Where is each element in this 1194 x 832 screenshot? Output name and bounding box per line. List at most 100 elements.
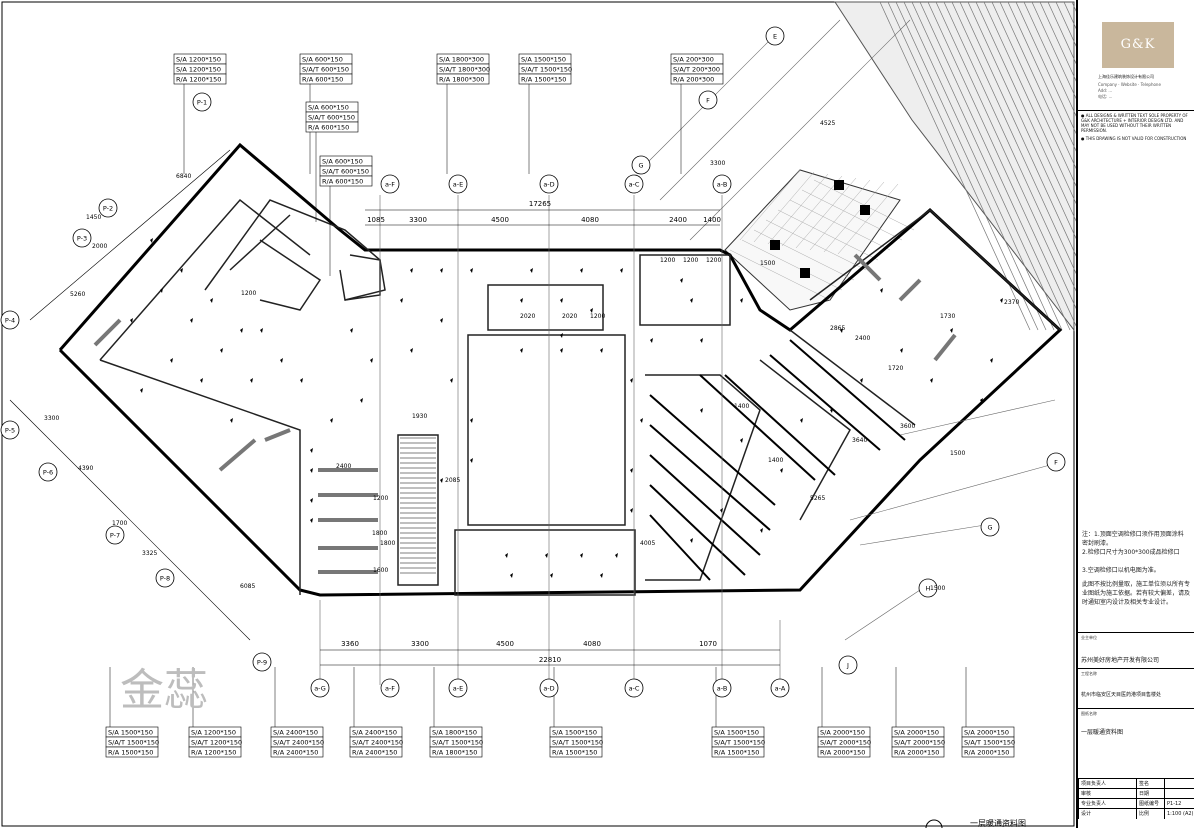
duct-tag-line: S/A 1800*150 xyxy=(432,729,477,737)
misc-dimension: 1450 xyxy=(86,214,101,221)
grid-bubble-label: a-C xyxy=(629,685,640,693)
drawing-caption: 一层暖通资料图 xyxy=(970,818,1026,828)
sheet-no: P1-12 xyxy=(1164,799,1194,809)
grid-bubble-label: a-E xyxy=(453,181,463,189)
grid-bubbles-left: P-1P-2P-3P-4P-5P-6P-7P-8P-9 xyxy=(0,92,272,672)
duct-tag-line: R/A 600*150 xyxy=(308,124,349,132)
duct-tag-line: S/A 2000*150 xyxy=(820,729,865,737)
tiled-terrace xyxy=(724,169,915,311)
duct-tag-line: S/A 2400*150 xyxy=(352,729,397,737)
top-total-dimension: 17265 xyxy=(529,200,551,208)
duct-tag-line: S/A 1200*150 xyxy=(176,56,221,64)
duct-tag-line: S/A/T 1500*150 xyxy=(432,739,483,747)
bottom-dimension: 3300 xyxy=(411,640,429,648)
duct-tag-line: S/A/T 2000*150 xyxy=(820,739,871,747)
duct-tag-line: S/A 1200*150 xyxy=(176,66,221,74)
building-walls xyxy=(58,142,1063,597)
grid-bubble-label: a-F xyxy=(385,685,395,693)
note-2: 密封刷漆。 xyxy=(1082,540,1113,547)
duct-tag-line: S/A/T 600*150 xyxy=(322,168,369,176)
grid-bubble-label: P-2 xyxy=(103,205,113,213)
duct-tag-line: S/A 2000*150 xyxy=(964,729,1009,737)
misc-dimension: 1200 xyxy=(590,313,605,320)
misc-dimension: 3300 xyxy=(44,415,59,422)
duct-tag-line: S/A/T 1500*150 xyxy=(108,739,159,747)
caption-bubble xyxy=(925,819,943,832)
air-diffusers xyxy=(130,238,1003,578)
misc-dimension: 2000 xyxy=(92,243,107,250)
sig-row-1-label-2: 签名 xyxy=(1136,779,1164,789)
sheet-no-label: 图纸编号 xyxy=(1136,799,1164,809)
grid-bubble-label: G xyxy=(987,524,992,532)
grid-bubble-label: a-B xyxy=(717,685,728,693)
duct-tag-line: S/A/T 600*150 xyxy=(308,114,355,122)
duct-bars xyxy=(93,253,957,574)
grid-bubble: P-4 xyxy=(0,310,20,330)
misc-dimension: 3325 xyxy=(142,550,157,557)
company-line-1: Company · Website · Telephone xyxy=(1098,82,1161,87)
grid-bubble-label: a-G xyxy=(314,685,326,693)
grid-bubble-label: P-5 xyxy=(5,427,15,435)
duct-tag-line: S/A 600*150 xyxy=(322,158,363,166)
grid-bubble-label: P-1 xyxy=(197,99,207,107)
misc-dimension: 5265 xyxy=(810,495,825,502)
misc-dimension: 1730 xyxy=(940,313,955,320)
duct-tag-line: S/A/T 1500*150 xyxy=(714,739,765,747)
grid-bubble: a-F xyxy=(380,174,400,194)
duct-tag-line: R/A 1200*150 xyxy=(176,76,221,84)
client-label: 业主单位 xyxy=(1081,635,1097,640)
grid-bubble: a-D xyxy=(539,174,559,194)
duct-tag-line: S/A/T 1500*150 xyxy=(552,739,603,747)
grid-bubble: a-E xyxy=(448,678,468,698)
note-4: 3.空调检修口以机电图为准。 xyxy=(1082,567,1160,574)
grid-bubble-label: a-D xyxy=(543,181,554,189)
grid-bubble: P-1 xyxy=(192,92,212,112)
sig-row-4-label: 设计 xyxy=(1078,809,1136,819)
grid-bubble: a-B xyxy=(712,678,732,698)
duct-tag-line: S/A/T 1200*150 xyxy=(191,739,242,747)
duct-tag-line: R/A 1500*150 xyxy=(521,76,566,84)
grid-bubble-label: J xyxy=(846,662,849,670)
duct-tag-line: R/A 2400*150 xyxy=(352,749,397,757)
grid-bubble-label: P-9 xyxy=(257,659,267,667)
misc-dimension: 1200 xyxy=(706,257,721,264)
staircase xyxy=(400,437,436,574)
grid-bubble-label: G xyxy=(638,162,643,170)
duct-tag-line: S/A 1500*150 xyxy=(108,729,153,737)
grid-bubble: P-2 xyxy=(98,198,118,218)
grid-bubble-label: a-C xyxy=(629,181,640,189)
misc-dimension: 3300 xyxy=(710,160,725,167)
top-dimension: 4500 xyxy=(491,216,509,224)
grid-bubble: P-7 xyxy=(105,525,125,545)
grid-bubble: P-8 xyxy=(155,568,175,588)
company-line-2: Add: ... xyxy=(1098,88,1113,93)
duct-tag-line: R/A 1200*150 xyxy=(191,749,236,757)
project-name: 杭州市临安区天目医药港项目售楼处 xyxy=(1081,692,1162,698)
top-dimension: 2400 xyxy=(669,216,687,224)
misc-dimension: 2370 xyxy=(1004,299,1019,306)
grid-bubble-label: E xyxy=(773,33,777,41)
grid-bubble: F xyxy=(698,90,718,110)
misc-dimension: 1720 xyxy=(888,365,903,372)
grid-bubble: a-C xyxy=(624,678,644,698)
misc-dimension: 6840 xyxy=(176,173,191,180)
duct-tag-line: S/A 1500*150 xyxy=(521,56,566,64)
misc-dimension: 1200 xyxy=(660,257,675,264)
duct-tag-line: R/A 200*300 xyxy=(673,76,714,84)
grid-bubble: G xyxy=(980,517,1000,537)
duct-tag-line: S/A 200*300 xyxy=(673,56,714,64)
duct-tag-line: R/A 1500*150 xyxy=(108,749,153,757)
